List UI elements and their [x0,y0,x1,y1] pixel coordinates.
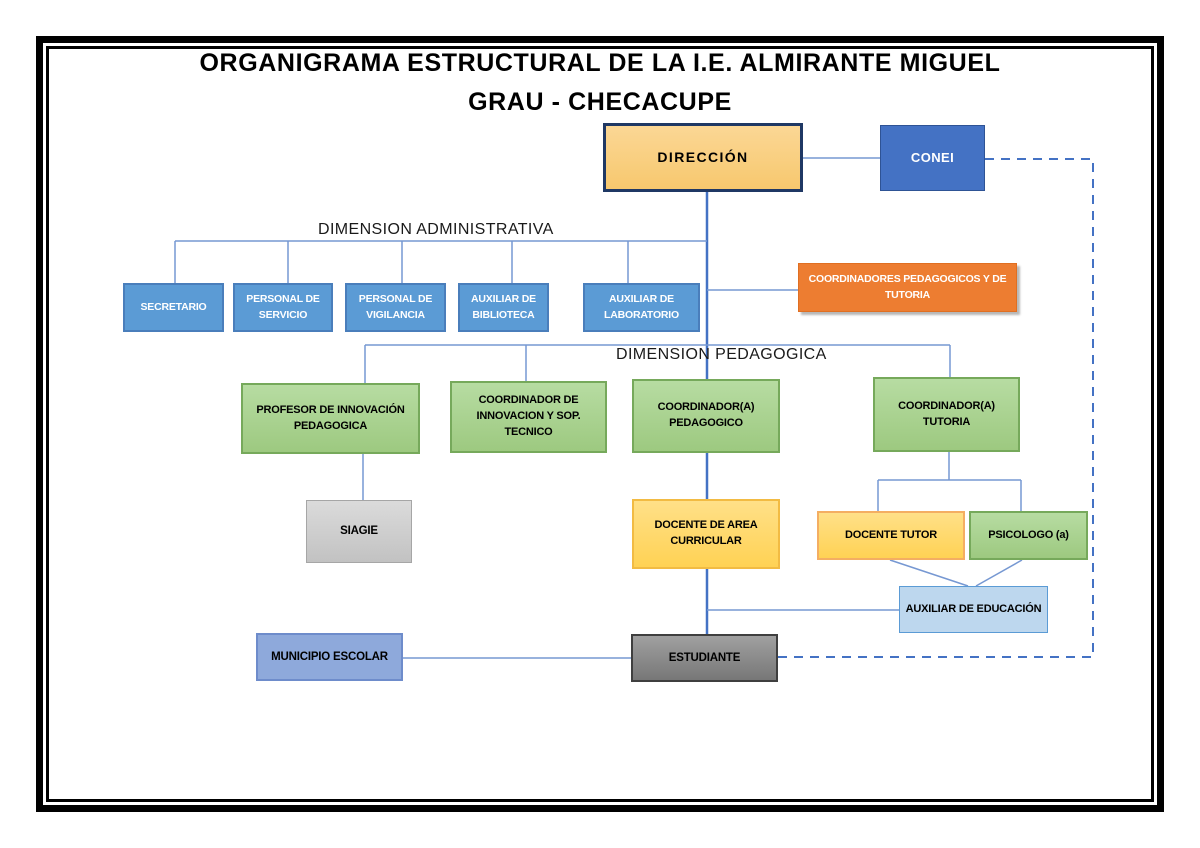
node-auxiliar-educacion: AUXILIAR DE EDUCACIÓN [899,586,1048,633]
node-direccion: DIRECCIÓN [603,123,803,192]
section-label-pedagogica: DIMENSION PEDAGOGICA [616,346,827,363]
node-auxiliar-laboratorio: AUXILIAR DE LABORATORIO [583,283,700,332]
node-municipio-escolar: MUNICIPIO ESCOLAR [256,633,403,681]
section-label-administrativa: DIMENSION ADMINISTRATIVA [318,221,554,238]
node-profesor-innovacion: PROFESOR DE INNOVACIÓN PEDAGOGICA [241,383,420,454]
node-conei: CONEI [880,125,985,191]
page-title-line2: GRAU - CHECACUPE [468,87,732,116]
node-siagie: SIAGIE [306,500,412,563]
node-personal-servicio: PERSONAL DE SERVICIO [233,283,333,332]
page-border-outer [36,36,1164,812]
node-psicologo: PSICOLOGO (a) [969,511,1088,560]
node-estudiante: ESTUDIANTE [631,634,778,682]
node-coordinadores-pedagogicos: COORDINADORES PEDAGOGICOS Y DE TUTORIA [798,263,1017,312]
page-title-line1: ORGANIGRAMA ESTRUCTURAL DE LA I.E. ALMIR… [199,49,1001,77]
node-secretario: SECRETARIO [123,283,224,332]
node-personal-vigilancia: PERSONAL DE VIGILANCIA [345,283,446,332]
page-border-inner [46,46,1154,802]
node-coordinador-innovacion: COORDINADOR DE INNOVACION Y SOP. TECNICO [450,381,607,453]
node-coordinador-pedagogico: COORDINADOR(A) PEDAGOGICO [632,379,780,453]
page-title: ORGANIGRAMA ESTRUCTURAL DE LA I.E. ALMIR… [70,44,1130,122]
node-docente-tutor: DOCENTE TUTOR [817,511,965,560]
node-auxiliar-biblioteca: AUXILIAR DE BIBLIOTECA [458,283,549,332]
node-docente-area: DOCENTE DE AREA CURRICULAR [632,499,780,569]
node-coordinador-tutoria: COORDINADOR(A) TUTORIA [873,377,1020,452]
